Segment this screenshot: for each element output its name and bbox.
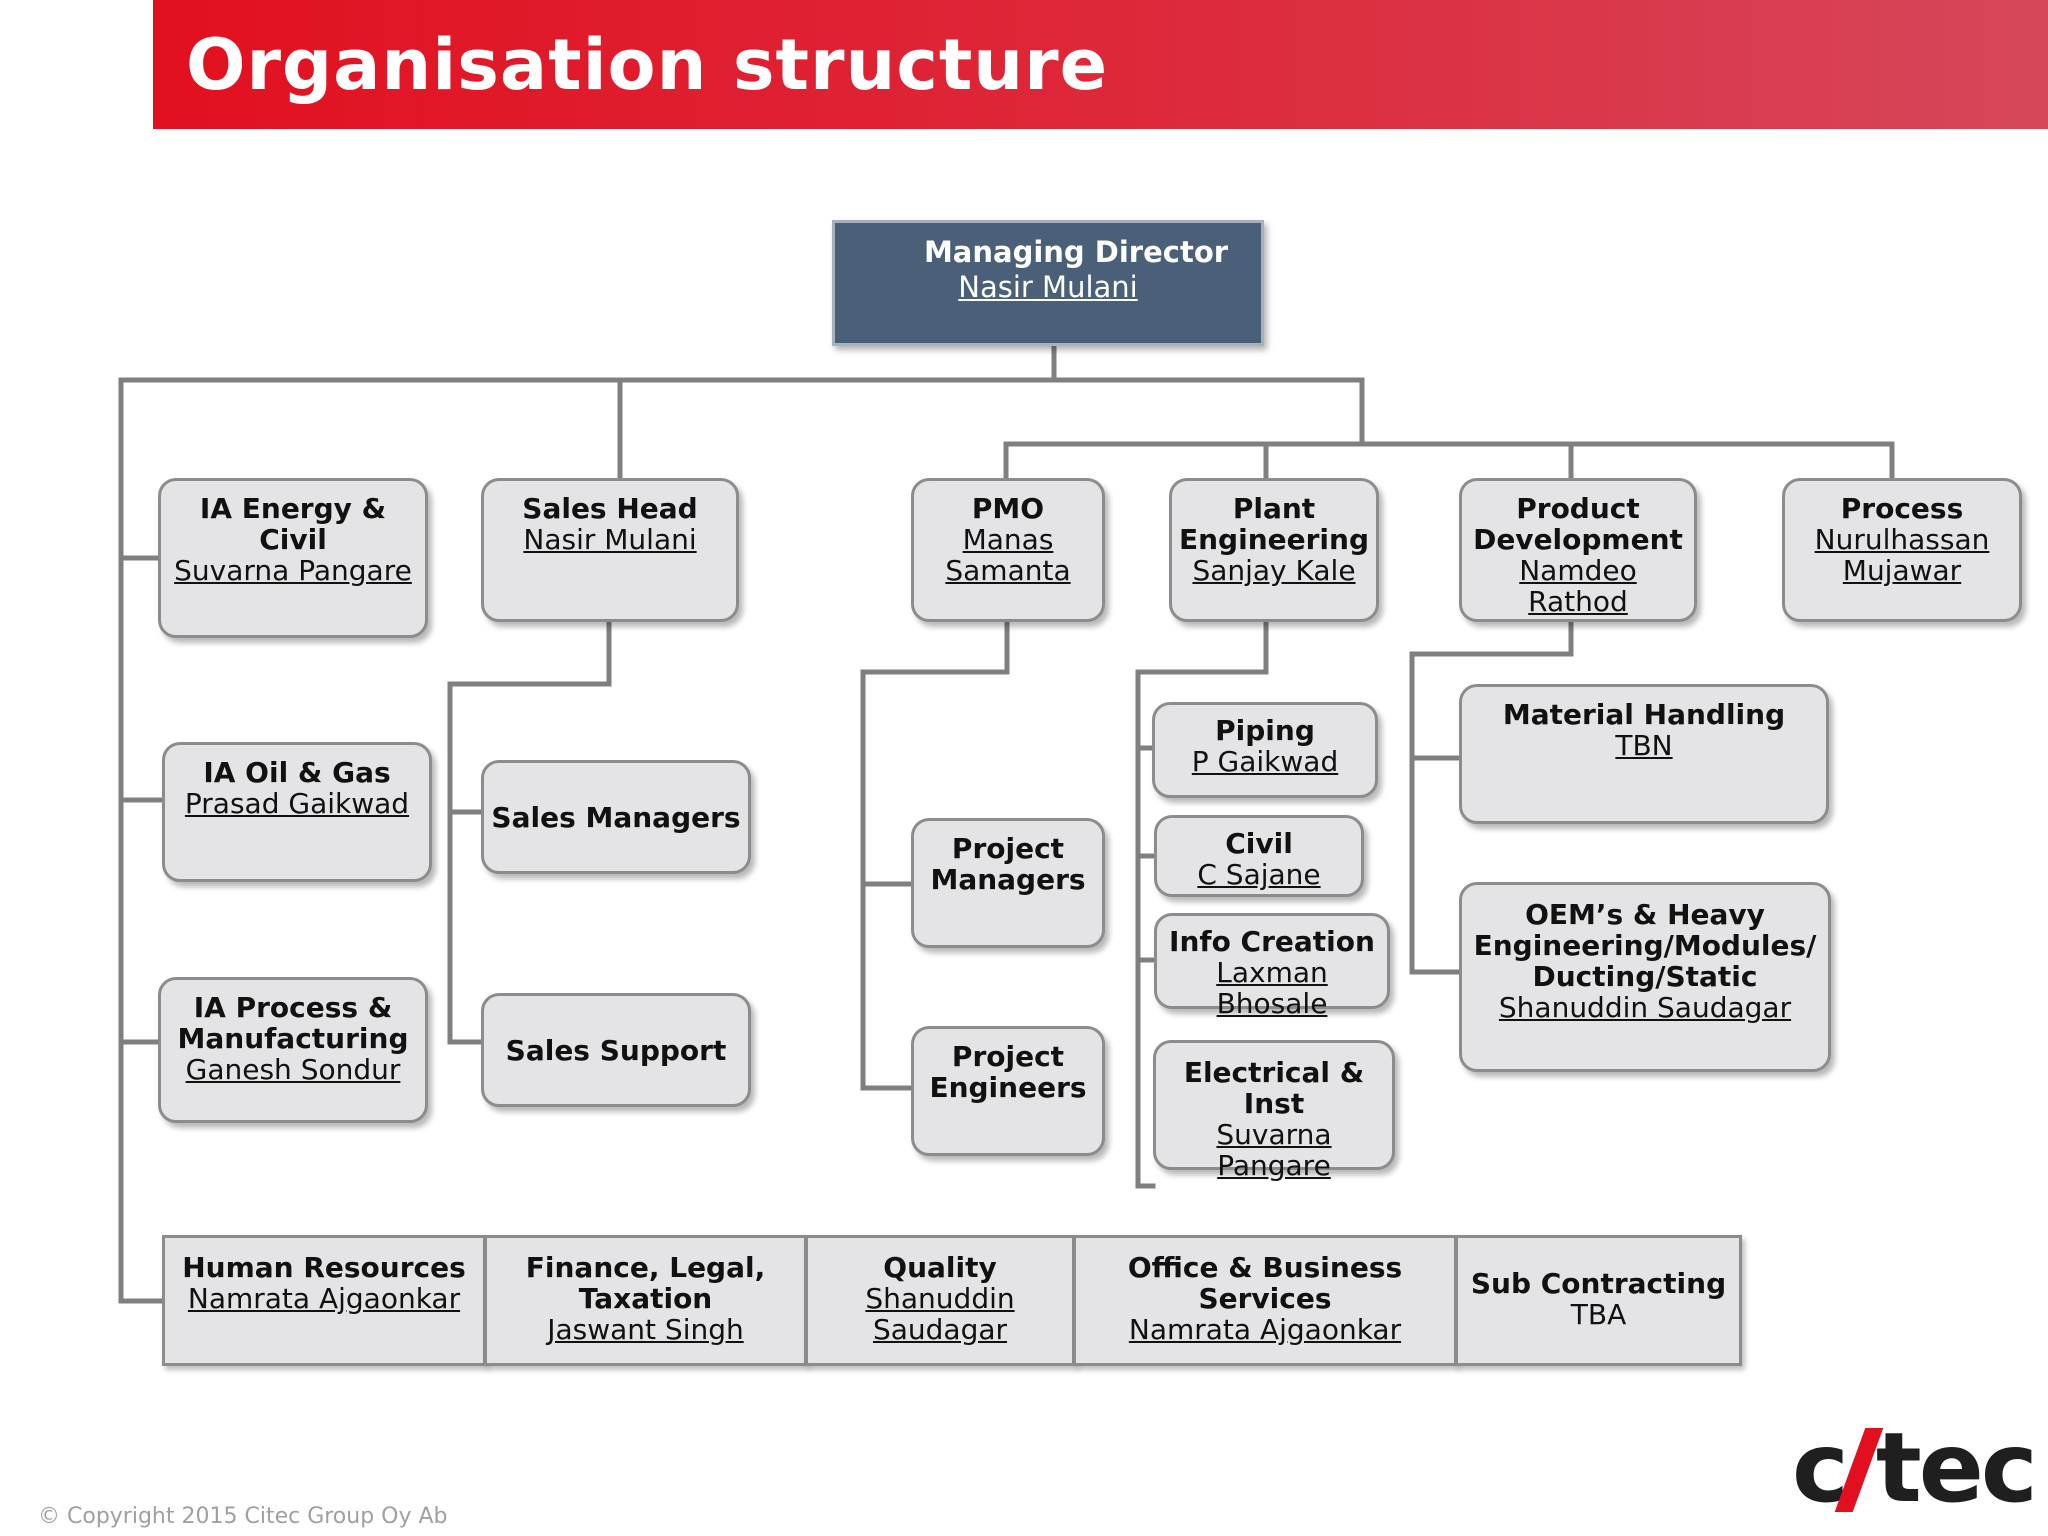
support-human-resources: Human Resources Namrata Ajgaonkar	[162, 1235, 486, 1366]
unit-material-handling: Material Handling TBN	[1459, 684, 1829, 824]
connector-product-branch	[1409, 619, 1574, 975]
unit-sales-head: Sales Head Nasir Mulani	[481, 478, 739, 622]
unit-civil: Civil C Sajane	[1154, 815, 1364, 897]
unit-lead-name-line-1[interactable]: Nurulhassan	[1814, 523, 1990, 556]
unit-title-line-2: Manufacturing	[177, 1022, 409, 1055]
unit-lead-name[interactable]: C Sajane	[1197, 858, 1321, 891]
unit-sales-support: Sales Support	[481, 993, 751, 1107]
managing-director-role: Managing Director	[923, 235, 1229, 269]
unit-lead-name[interactable]: Sanjay Kale	[1192, 554, 1356, 587]
unit-title-line-2: Engineering	[1179, 523, 1369, 556]
unit-title: Civil	[1225, 827, 1293, 860]
unit-plant-engineering: Plant Engineering Sanjay Kale	[1169, 478, 1379, 622]
unit-lead-name[interactable]: Prasad Gaikwad	[184, 787, 410, 820]
support-lead-name: TBA	[1570, 1298, 1627, 1331]
title-banner	[153, 0, 2048, 129]
support-title: Sub Contracting	[1470, 1267, 1727, 1300]
unit-pmo: PMO Manas Samanta	[911, 478, 1105, 622]
unit-title-line-1: Plant	[1232, 492, 1316, 525]
unit-lead-name-line-1[interactable]: Manas	[962, 523, 1054, 556]
unit-piping: Piping P Gaikwad	[1152, 702, 1378, 798]
unit-title: Info Creation	[1169, 925, 1375, 958]
unit-title-line-2: Engineers	[929, 1071, 1087, 1104]
connector-sales-branch	[447, 619, 612, 1045]
unit-lead-name[interactable]: TBN	[1615, 729, 1673, 762]
unit-ia-process-manufacturing: IA Process & Manufacturing Ganesh Sondur	[158, 977, 428, 1123]
unit-lead-name[interactable]: Nasir Mulani	[523, 523, 697, 556]
unit-lead-name[interactable]: Laxman Bhosale	[1216, 956, 1328, 1020]
connector-pmo-branch	[860, 619, 1010, 1091]
unit-title-line-1: IA Process &	[193, 991, 393, 1024]
unit-title-line-3: Ducting/Static	[1532, 960, 1758, 993]
unit-title-line-1: Electrical &	[1183, 1056, 1365, 1089]
unit-title: PMO	[971, 492, 1045, 525]
unit-oems-heavy-engineering: OEM’s & Heavy Engineering/Modules/ Ducti…	[1459, 882, 1831, 1072]
unit-ia-energy: IA Energy & Civil Suvarna Pangare	[158, 478, 428, 638]
unit-product-development: Product Development Namdeo Rathod	[1459, 478, 1697, 622]
unit-title: IA Energy & Civil	[199, 492, 387, 556]
unit-title: IA Oil & Gas	[203, 756, 391, 789]
managing-director-box: Managing Director Nasir Mulani	[832, 220, 1264, 346]
unit-title-line-2: Managers	[930, 863, 1086, 896]
unit-title-line-1: Product	[1516, 492, 1640, 525]
support-title-line-1: Office & Business	[1127, 1251, 1403, 1284]
support-title-line-1: Finance, Legal,	[525, 1251, 766, 1284]
support-title: Human Resources	[182, 1251, 466, 1284]
unit-lead-name[interactable]: Suvarna Pangare	[1216, 1118, 1332, 1182]
unit-title-line-2: Inst	[1243, 1087, 1305, 1120]
support-title-line-2: Services	[1198, 1282, 1332, 1315]
unit-title: Piping	[1215, 714, 1315, 747]
unit-electrical-inst: Electrical & Inst Suvarna Pangare	[1153, 1040, 1395, 1181]
support-quality: Quality Shanuddin Saudagar	[805, 1235, 1075, 1366]
page-title: Organisation structure	[186, 24, 1109, 106]
unit-lead-name[interactable]: Shanuddin Saudagar	[1498, 991, 1792, 1024]
support-title-line-2: Taxation	[578, 1282, 713, 1315]
unit-title-line-1: Project	[951, 832, 1065, 865]
unit-lead-name[interactable]: Namdeo Rathod	[1519, 554, 1637, 618]
unit-ia-oil-gas: IA Oil & Gas Prasad Gaikwad	[162, 742, 432, 882]
unit-title: Sales Support	[505, 1033, 727, 1067]
unit-lead-name[interactable]: Suvarna Pangare	[174, 554, 412, 587]
connector-plant-branch	[1135, 619, 1269, 1189]
unit-title-line-2: Engineering/Modules/	[1473, 929, 1817, 962]
support-office-business-services: Office & Business Services Namrata Ajgao…	[1073, 1235, 1457, 1366]
support-sub-contracting: Sub Contracting TBA	[1455, 1235, 1742, 1366]
unit-title: Process	[1840, 492, 1964, 525]
unit-lead-name[interactable]: Ganesh Sondur	[185, 1053, 401, 1086]
unit-title-line-2: Development	[1473, 523, 1683, 556]
support-title: Quality	[883, 1251, 997, 1284]
unit-title: Sales Managers	[491, 800, 741, 834]
unit-title-line-1: OEM’s & Heavy	[1525, 898, 1765, 931]
unit-title: Sales Head	[522, 492, 698, 525]
unit-process: Process Nurulhassan Mujawar	[1782, 478, 2022, 622]
copyright-text: © Copyright 2015 Citec Group Oy Ab	[38, 1504, 448, 1529]
support-lead-name[interactable]: Namrata Ajgaonkar	[187, 1282, 461, 1315]
unit-project-managers: Project Managers	[911, 818, 1105, 948]
connector-left-spine	[118, 377, 165, 1304]
unit-sales-managers: Sales Managers	[481, 760, 751, 874]
unit-lead-name-line-2[interactable]: Samanta	[945, 554, 1071, 587]
support-lead-name[interactable]: Namrata Ajgaonkar	[1128, 1313, 1402, 1346]
unit-info-creation: Info Creation Laxman Bhosale	[1154, 913, 1390, 1019]
support-lead-name[interactable]: Jaswant Singh	[547, 1313, 744, 1346]
support-lead-name-line-2[interactable]: Saudagar	[872, 1313, 1008, 1346]
managing-director-name[interactable]: Nasir Mulani	[958, 270, 1138, 304]
unit-title-line-1: Project	[951, 1040, 1065, 1073]
unit-project-engineers: Project Engineers	[911, 1026, 1105, 1156]
support-lead-name-line-1[interactable]: Shanuddin	[865, 1282, 1015, 1315]
support-finance-legal-taxation: Finance, Legal, Taxation Jaswant Singh	[484, 1235, 807, 1366]
unit-title: Material Handling	[1502, 698, 1786, 731]
unit-lead-name-line-2[interactable]: Mujawar	[1842, 554, 1962, 587]
unit-lead-name[interactable]: P Gaikwad	[1191, 745, 1339, 778]
